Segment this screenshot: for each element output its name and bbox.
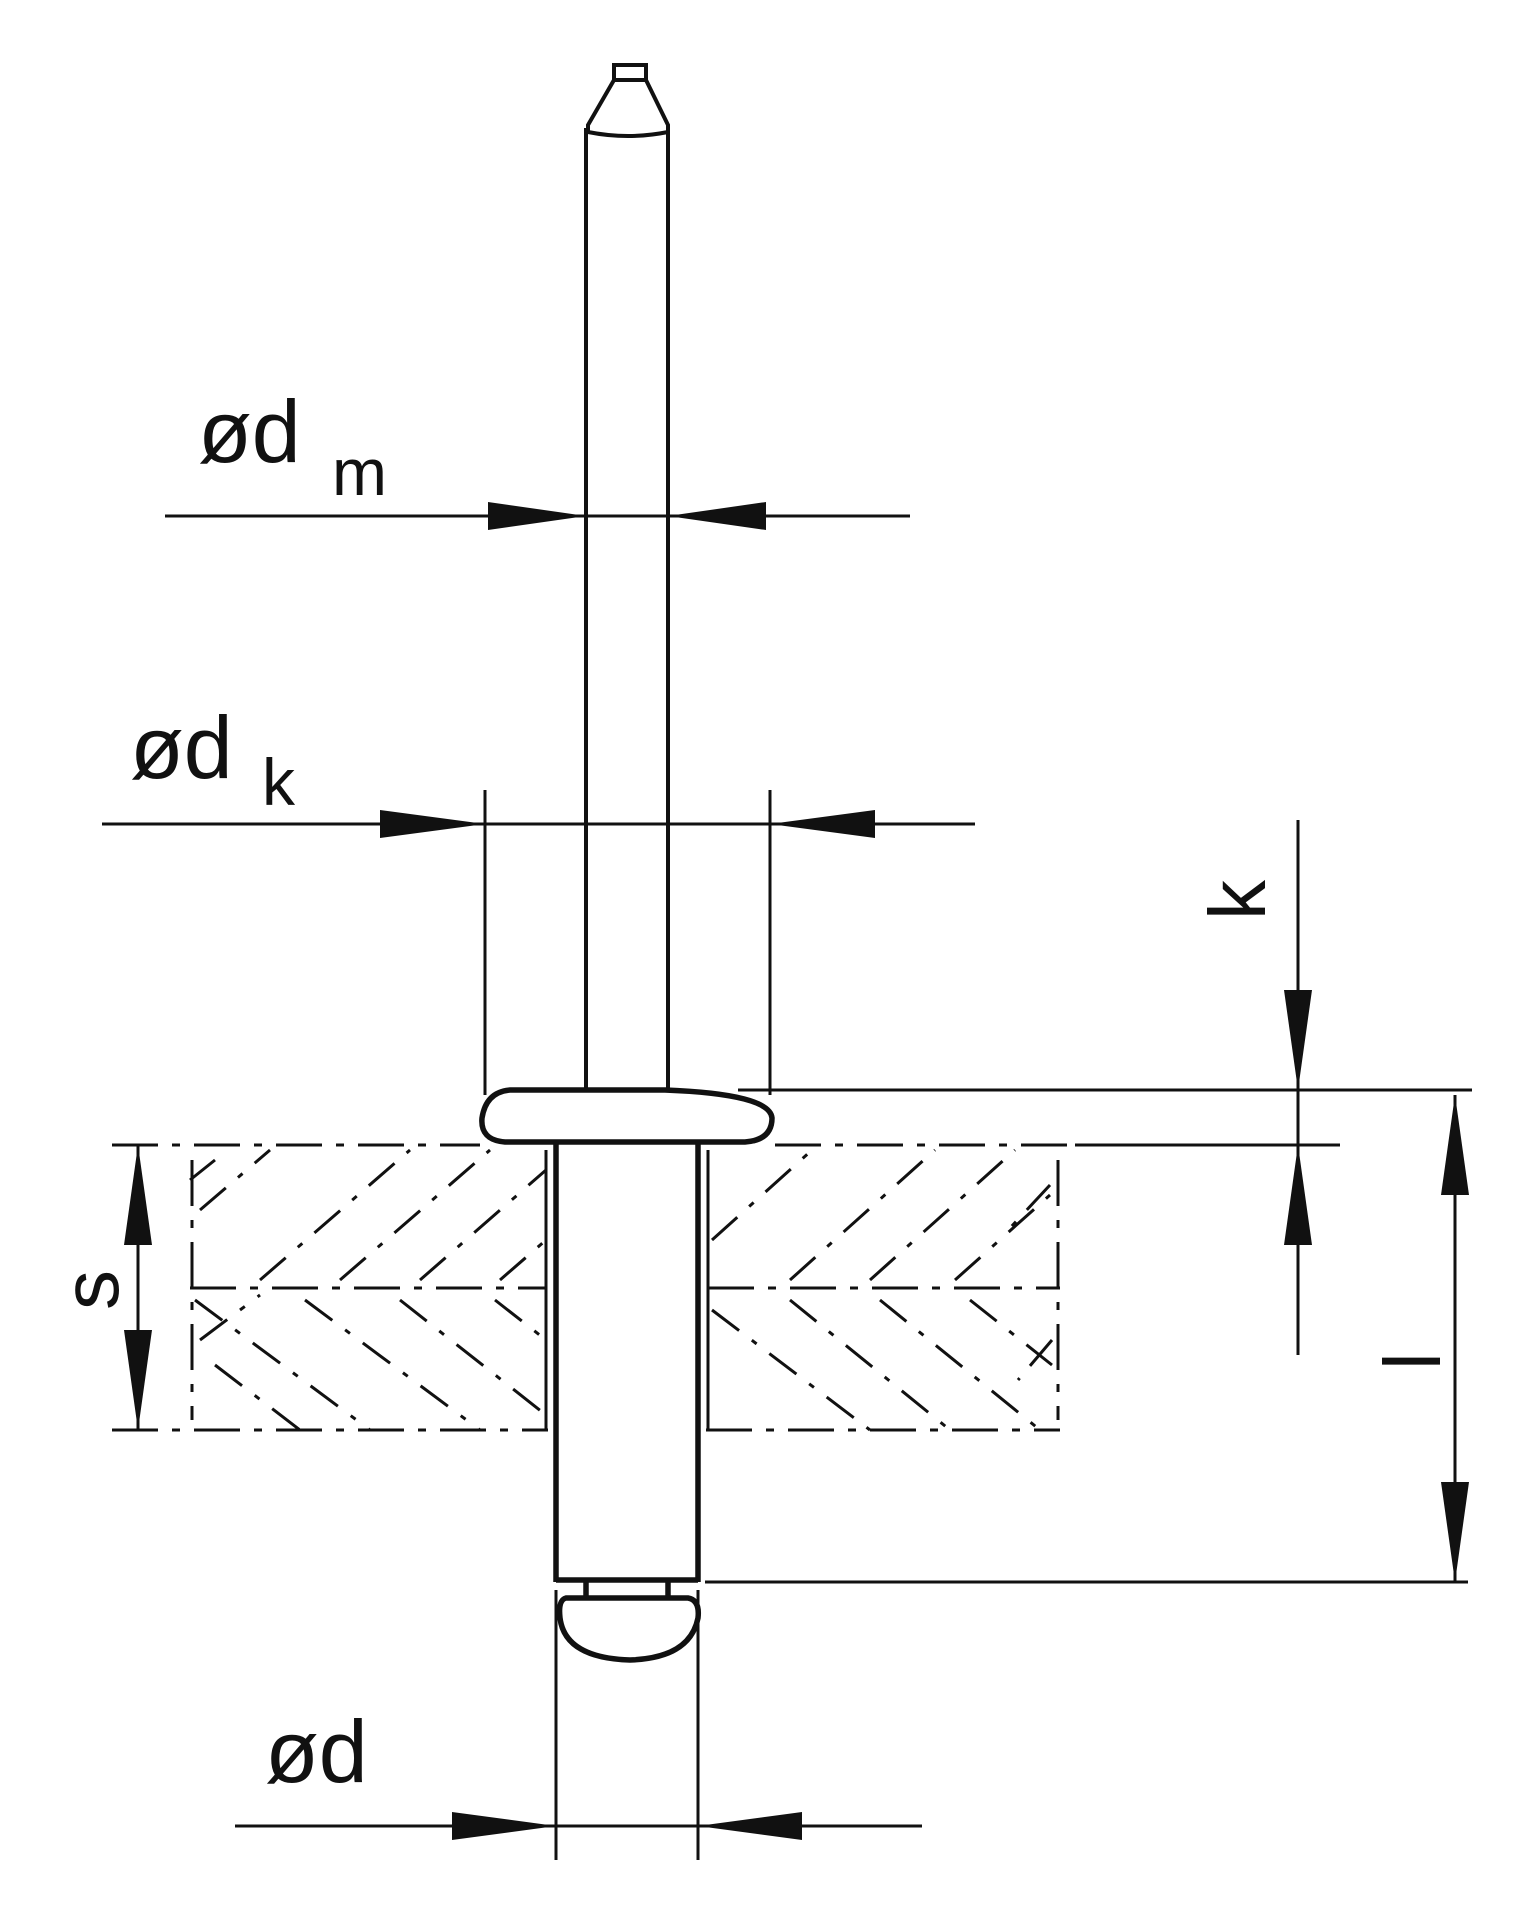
label-dk: ød [130,698,233,797]
arrow-k-bottom [1284,1145,1312,1245]
dim-body-length: l [705,1095,1469,1584]
label-d: ød [265,1702,368,1801]
arrow-dk-right [770,810,875,838]
arrow-dk-left [380,810,485,838]
arrow-k-top [1284,990,1312,1090]
mandrel-head [556,1582,702,1663]
arrow-d-left [452,1812,556,1840]
dim-body-diameter: ød [235,1590,922,1860]
label-dm: ød [198,382,301,481]
label-dm-subscript: m [332,435,387,509]
arrow-s-bottom [124,1330,152,1430]
workpiece [112,1143,1070,1432]
rivet-head [479,1087,775,1145]
dim-grip-thickness: s [46,1145,152,1430]
label-dk-subscript: k [262,745,296,819]
dim-mandrel-diameter: ød m [165,382,910,530]
label-k: k [1193,879,1282,920]
mandrel [584,63,670,1090]
label-l: l [1368,1352,1457,1370]
arrow-d-right [698,1812,802,1840]
dim-head-height: k [738,820,1472,1355]
rivet-sleeve [544,1142,710,1583]
label-s: s [46,1270,135,1310]
dim-head-diameter: ød k [102,698,975,1095]
arrow-l-top [1441,1095,1469,1195]
arrow-s-top [124,1145,152,1245]
arrow-dm-left [488,502,586,530]
arrow-dm-right [668,502,766,530]
arrow-l-bottom [1441,1482,1469,1582]
mandrel-tip [586,63,670,138]
